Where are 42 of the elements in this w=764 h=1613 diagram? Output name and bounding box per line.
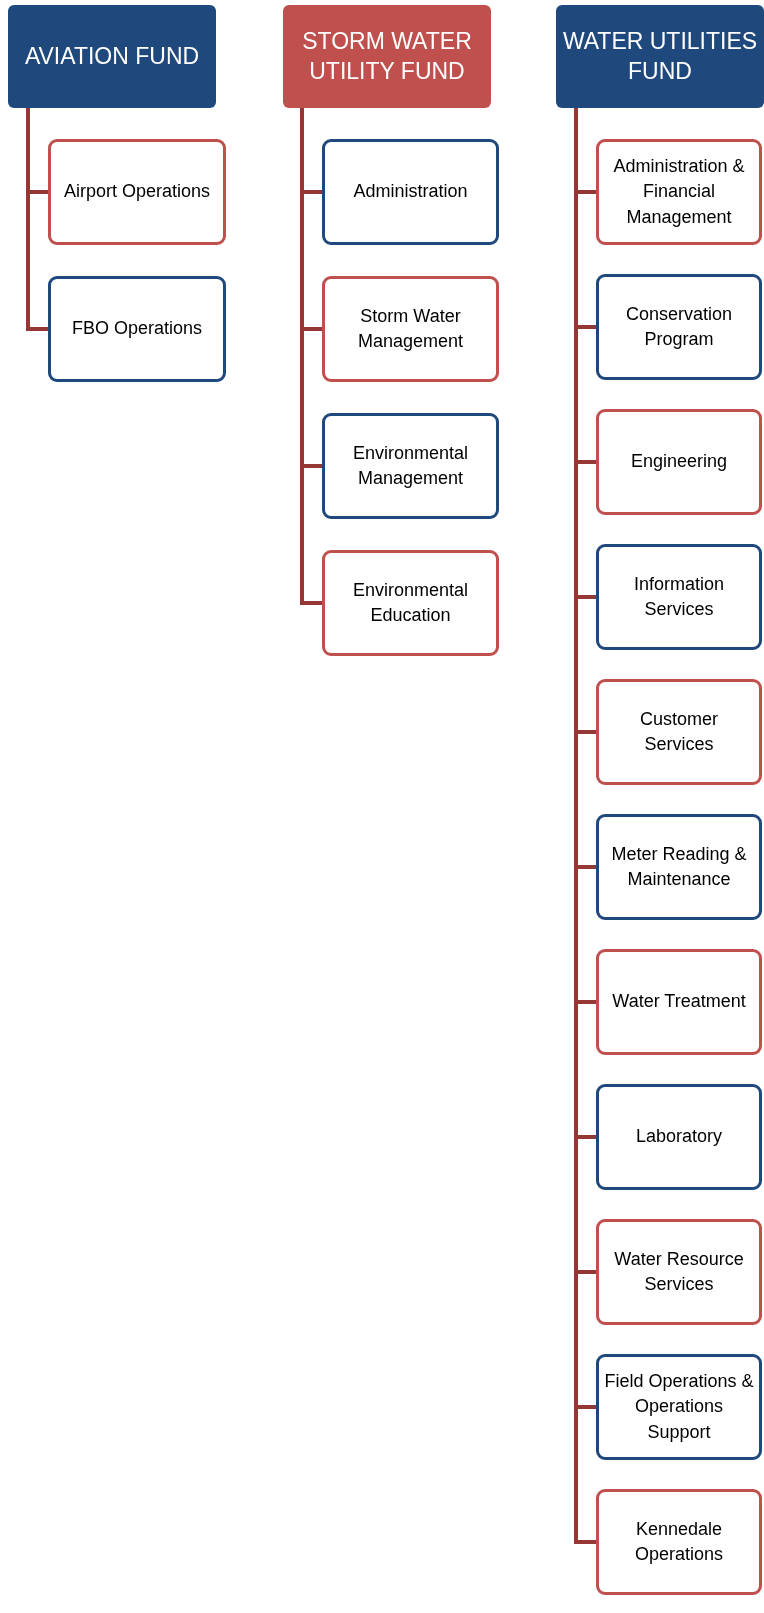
fund-header-box (556, 5, 764, 108)
division-name: Engineering (630, 450, 728, 474)
fund-title: WATER UTILITIES FUND (562, 26, 758, 86)
division-box (596, 274, 762, 380)
division-name: Information Services (632, 572, 725, 621)
division-box (596, 1084, 762, 1190)
division-box (322, 550, 499, 656)
division-box (322, 276, 499, 382)
division-name: Environmental Management (351, 441, 470, 490)
fund-title: STORM WATER UTILITY FUND (301, 26, 473, 86)
division-name: Water Resource Services (613, 1247, 745, 1296)
division-box (596, 544, 762, 650)
division-box (596, 814, 762, 920)
division-box (322, 139, 499, 245)
division-box (322, 413, 499, 519)
division-name: Environmental Education (351, 578, 470, 627)
division-box (596, 1219, 762, 1325)
division-name: Airport Operations (63, 180, 211, 204)
division-name: Conservation Program (624, 302, 734, 351)
division-name: Laboratory (635, 1125, 723, 1149)
division-box (48, 276, 226, 382)
division-name: Water Treatment (612, 990, 746, 1014)
fund-title: AVIATION FUND (24, 41, 200, 71)
connector-line (300, 108, 322, 605)
division-name: FBO Operations (71, 317, 203, 341)
division-name: Field Operations & Operations Support (603, 1370, 755, 1444)
division-box (596, 949, 762, 1055)
fund-header-box (8, 5, 216, 108)
division-box (596, 1489, 762, 1595)
connector-line (26, 108, 48, 331)
division-name: Meter Reading & Maintenance (610, 842, 748, 891)
fund-header-box (283, 5, 491, 108)
division-box (48, 139, 226, 245)
division-name: Customer Services (639, 707, 719, 756)
division-box (596, 409, 762, 515)
division-box (596, 139, 762, 245)
division-box (596, 1354, 762, 1460)
division-name: Administration (353, 180, 468, 204)
division-name: Administration & Financial Management (612, 155, 746, 229)
division-name: Storm Water Management (356, 304, 465, 353)
division-box (596, 679, 762, 785)
division-name: Kennedale Operations (633, 1517, 725, 1566)
